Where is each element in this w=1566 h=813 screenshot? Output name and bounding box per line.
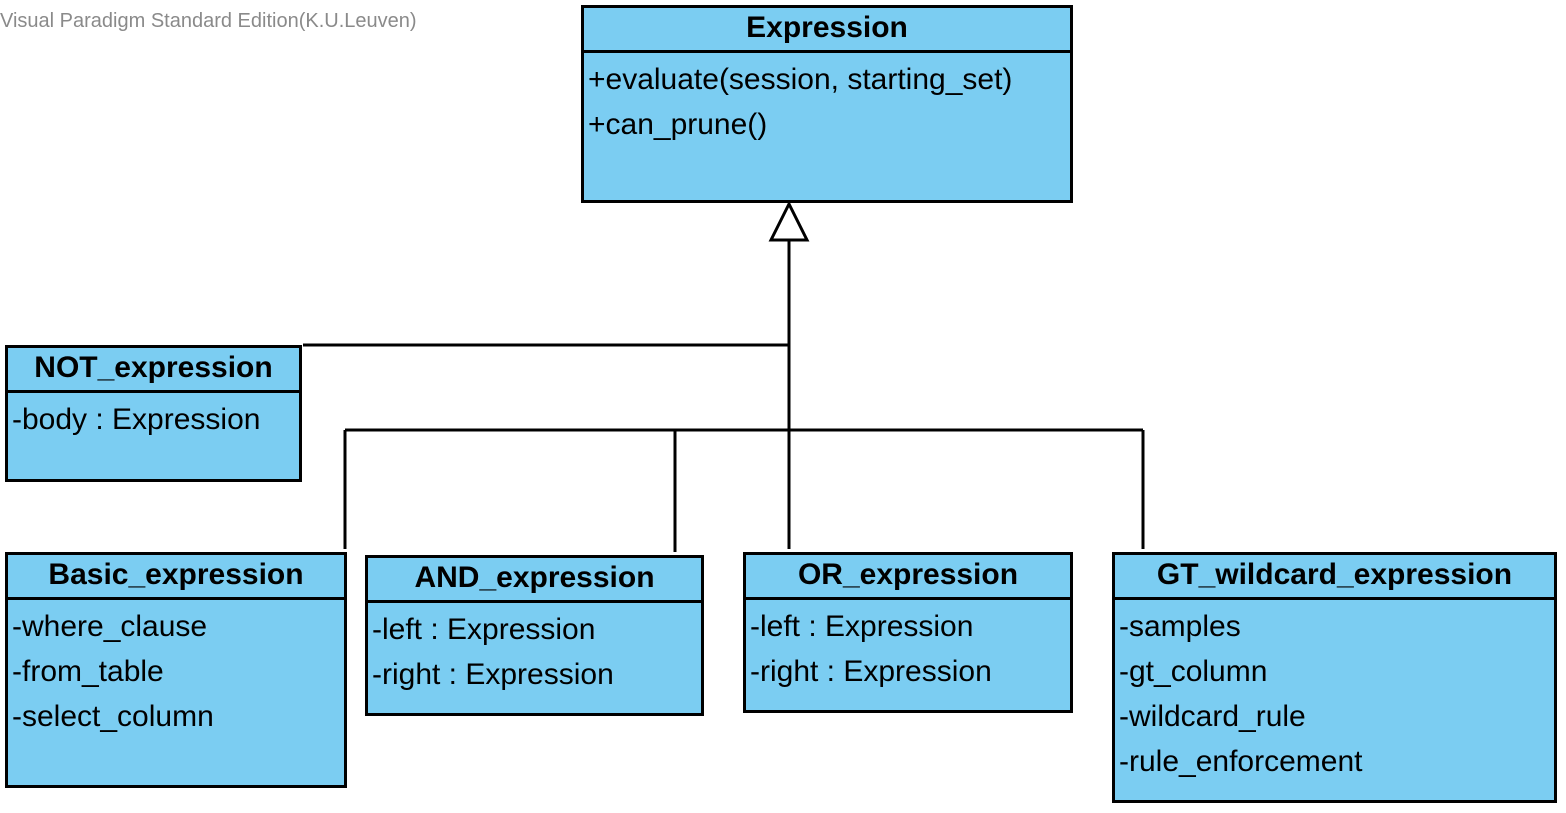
class-basic-expression[interactable]: Basic_expression -where_clause -from_tab…: [5, 552, 347, 788]
class-attributes: -samples -gt_column -wildcard_rule -rule…: [1115, 600, 1554, 784]
operation-can-prune: +can_prune(): [588, 108, 768, 141]
generalization-arrowhead: [768, 200, 810, 242]
operation-evaluate: +evaluate(session, starting_set): [588, 63, 1013, 96]
attribute-right: -right : Expression: [750, 655, 992, 688]
class-gt-wildcard-expression[interactable]: GT_wildcard_expression -samples -gt_colu…: [1112, 552, 1557, 803]
class-expression[interactable]: Expression +evaluate(session, starting_s…: [581, 5, 1073, 203]
attribute-left: -left : Expression: [372, 613, 596, 646]
class-name: Expression: [584, 8, 1070, 53]
class-attributes: -left : Expression -right : Expression: [368, 603, 701, 697]
class-name: Basic_expression: [8, 555, 344, 600]
class-or-expression[interactable]: OR_expression -left : Expression -right …: [743, 552, 1073, 713]
attribute-gt-column: -gt_column: [1119, 655, 1268, 688]
class-and-expression[interactable]: AND_expression -left : Expression -right…: [365, 555, 704, 716]
class-name: GT_wildcard_expression: [1115, 555, 1554, 600]
class-name: OR_expression: [746, 555, 1070, 600]
class-not-expression[interactable]: NOT_expression -body : Expression: [5, 345, 302, 482]
attribute-from-table: -from_table: [12, 655, 164, 688]
attribute-select-column: -select_column: [12, 700, 214, 733]
attribute-right: -right : Expression: [372, 658, 614, 691]
class-attributes: -body : Expression: [8, 393, 299, 442]
class-operations: +evaluate(session, starting_set) +can_pr…: [584, 53, 1070, 147]
class-name: NOT_expression: [8, 348, 299, 393]
attribute-left: -left : Expression: [750, 610, 974, 643]
class-name: AND_expression: [368, 558, 701, 603]
class-attributes: -where_clause -from_table -select_column: [8, 600, 344, 739]
watermark-text: Visual Paradigm Standard Edition(K.U.Leu…: [0, 10, 417, 32]
class-attributes: -left : Expression -right : Expression: [746, 600, 1070, 694]
attribute-wildcard-rule: -wildcard_rule: [1119, 700, 1306, 733]
attribute-body: -body : Expression: [12, 403, 261, 436]
attribute-samples: -samples: [1119, 610, 1241, 643]
attribute-where-clause: -where_clause: [12, 610, 208, 643]
attribute-rule-enforcement: -rule_enforcement: [1119, 745, 1363, 778]
